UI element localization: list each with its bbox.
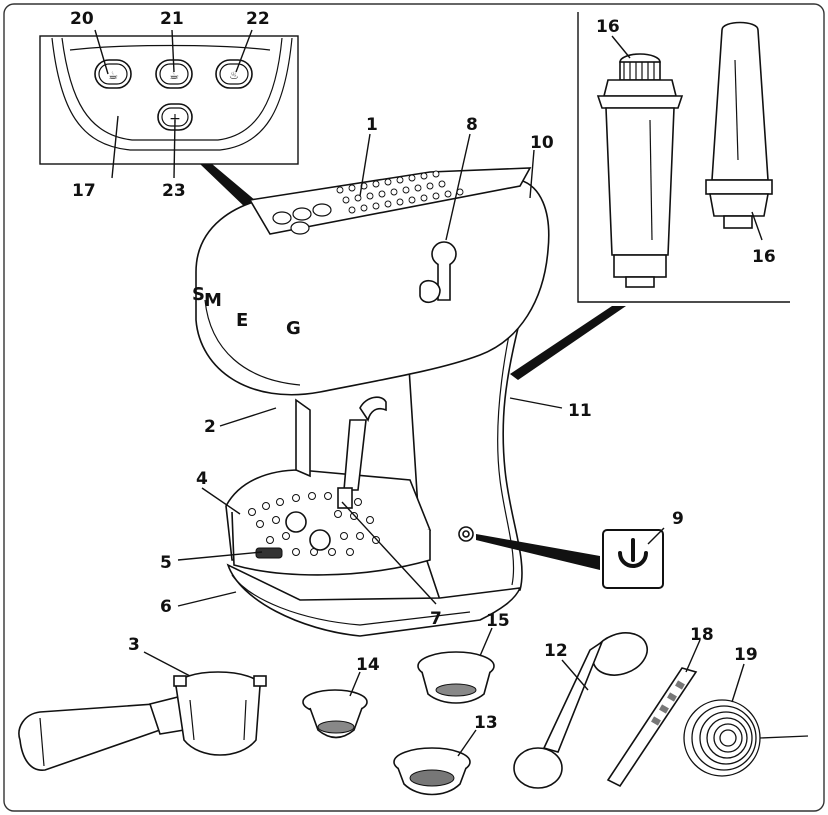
svg-text:♨: ♨	[229, 69, 239, 82]
callout-13: 13	[474, 713, 498, 733]
control-panel-inset: ☕ ☕ ♨ +	[39, 35, 299, 165]
callout-22: 22	[246, 9, 270, 29]
svg-text:S: S	[192, 284, 205, 305]
outer-frame	[3, 3, 825, 812]
svg-text:M: M	[204, 290, 222, 311]
svg-text:E: E	[236, 310, 248, 331]
leader-lines	[94, 29, 763, 757]
callout-14: 14	[356, 655, 380, 675]
filter-basket-pod	[393, 747, 471, 796]
svg-text:+: +	[169, 111, 181, 127]
logo-letters: S M E G	[192, 284, 301, 339]
callout-4: 4	[196, 469, 208, 489]
filter-pointer	[510, 306, 626, 380]
callout-16-bottom: 16	[752, 247, 776, 267]
callout-10: 10	[530, 133, 554, 153]
callout-5: 5	[160, 553, 172, 573]
callout-15: 15	[486, 611, 510, 631]
callout-23: 23	[162, 181, 186, 201]
svg-text:G: G	[286, 318, 301, 339]
callout-18: 18	[690, 625, 714, 645]
coffee-machine: S M E G	[192, 167, 600, 637]
callout-2: 2	[204, 417, 216, 437]
callout-11: 11	[568, 401, 592, 421]
power-symbol-box	[602, 529, 664, 589]
callout-19: 19	[734, 645, 758, 665]
svg-text:☕: ☕	[169, 69, 179, 82]
inset-pointer	[200, 164, 262, 210]
cleaning-coil	[683, 699, 809, 777]
callout-21: 21	[160, 9, 184, 29]
filter-basket-single	[302, 689, 368, 739]
callout-12: 12	[544, 641, 568, 661]
filter-basket-double	[417, 651, 495, 704]
callout-1: 1	[366, 115, 378, 135]
callout-6: 6	[160, 597, 172, 617]
callout-17: 17	[72, 181, 96, 201]
callout-7: 7	[430, 609, 442, 629]
callout-20: 20	[70, 9, 94, 29]
cup-button-icon: ☕	[94, 59, 132, 89]
steam-button-icon: ♨	[215, 59, 253, 89]
water-filter-side	[705, 21, 773, 229]
water-filter-front	[596, 53, 684, 288]
callout-16-top: 16	[596, 17, 620, 37]
filter-inset	[577, 12, 790, 303]
svg-text:☕: ☕	[108, 69, 118, 82]
callout-8: 8	[466, 115, 478, 135]
callout-3: 3	[128, 635, 140, 655]
callout-labels: 20 21 22 17 23 1 8 10 11 2 4 5 6 7 9 3 1…	[70, 9, 776, 733]
callout-9: 9	[672, 509, 684, 529]
measuring-spoon-tamper	[513, 632, 648, 789]
water-hardness-test-strip	[606, 667, 698, 788]
double-cup-button-icon: ☕	[155, 59, 193, 89]
portafilter	[18, 671, 267, 771]
